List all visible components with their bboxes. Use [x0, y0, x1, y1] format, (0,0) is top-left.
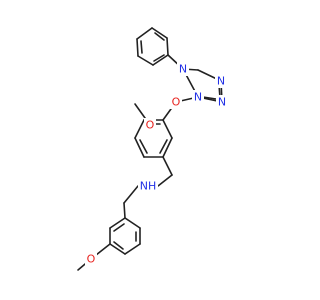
bond-31	[157, 174, 173, 187]
atom-o-methoxy-text: O	[146, 119, 155, 132]
bond-39	[109, 217, 126, 229]
atom-n-ring-c: N	[192, 90, 204, 104]
atom-n-ring-b-text: N	[218, 96, 226, 109]
atom-n-ring-a: N	[215, 74, 227, 88]
bond-25	[159, 139, 168, 154]
bond-3	[137, 55, 154, 66]
atom-n-ring-a-text: N	[217, 75, 225, 88]
atom-o-methoxy-lower-text: O	[87, 253, 96, 266]
bond-8	[140, 40, 143, 54]
bond-layer	[77, 27, 223, 271]
bond-36	[124, 243, 141, 255]
atom-n-phenyl: N	[177, 62, 189, 76]
bond-6	[154, 32, 165, 41]
bond-2	[152, 54, 169, 66]
atom-o-ether-text: O	[172, 96, 181, 109]
bond-7	[153, 54, 165, 62]
atom-amine: NH	[138, 179, 158, 193]
atom-n-ring-c-text: N	[194, 91, 202, 104]
bond-22	[134, 137, 145, 158]
bond-4	[136, 38, 139, 57]
atom-o-ether: O	[170, 95, 182, 109]
bond-5	[136, 27, 153, 40]
bond-34	[124, 217, 141, 229]
bond-42	[113, 223, 125, 232]
atom-o-methoxy-lower: O	[85, 252, 97, 266]
bond-0	[151, 27, 168, 39]
bond-30	[162, 156, 173, 176]
atom-label-layer: N N N N O O NH O	[85, 62, 228, 266]
bond-19	[162, 119, 173, 139]
bond-20	[162, 137, 173, 158]
bond-32	[123, 185, 139, 204]
atom-n-ring-b: N	[216, 95, 228, 109]
bond-41	[113, 241, 124, 250]
atom-amine-text: NH	[140, 180, 157, 193]
bond-1	[166, 37, 169, 56]
atom-n-phenyl-text: N	[179, 63, 187, 76]
atom-o-methoxy: O	[144, 118, 156, 132]
bond-23	[134, 119, 145, 139]
bond-37	[109, 243, 126, 255]
molecule-structure: N N N N O O NH O	[77, 27, 228, 271]
bond-26	[139, 139, 148, 154]
bond-16	[202, 96, 217, 100]
bond-33	[123, 202, 126, 219]
